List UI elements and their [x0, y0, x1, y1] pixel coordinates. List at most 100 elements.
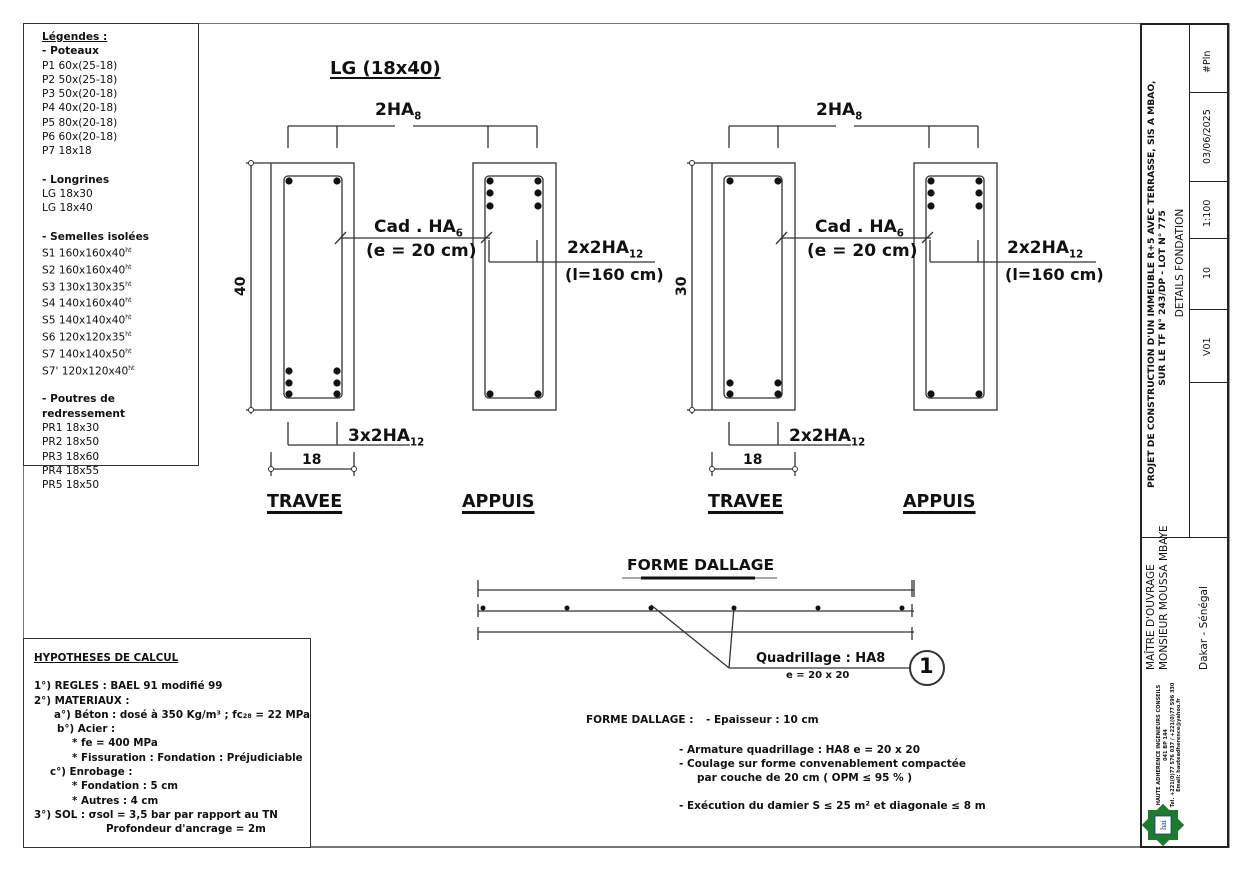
owner-name: MONSIEUR MOUSSA MBAYE — [1157, 525, 1170, 670]
lg40-support-bars-label: 2x2HA12 — [567, 238, 644, 261]
project-line-2: SUR LE TF N° 243/DP - LOT N° 775 — [1157, 210, 1168, 386]
hypothesis-line: * fe = 400 MPa — [72, 737, 158, 750]
lg30-appuis-outline — [913, 162, 998, 411]
legend-group-title: - Poutres de redressement — [42, 393, 126, 420]
rebar-dot — [927, 202, 935, 210]
title-block — [1140, 23, 1229, 848]
lg30-bottom-bars-label: 2x2HA12 — [789, 426, 866, 449]
rebar-dots — [285, 177, 983, 611]
rebar-dot — [486, 177, 494, 185]
dallage-callout-spacing: e = 20 x 20 — [786, 670, 850, 681]
drawing-date: 03/06/2025 — [1202, 109, 1213, 164]
legend-item: PR5 18x50 — [42, 479, 100, 492]
legend-item: S2 160x160x40ht — [42, 263, 132, 277]
hypothesis-line: a°) Béton : dosé à 350 Kg/m³ ; fc₂₈ = 22… — [54, 708, 311, 721]
legend-item: LG 18x40 — [42, 202, 93, 215]
rebar-dot — [534, 390, 542, 398]
company-block: HAUTE ADHERENCE INGENIEURS CONSEILS 041 … — [1156, 680, 1183, 810]
company-email: Email: hauteadherence@yahoo.fr — [1176, 698, 1183, 792]
legend-item: P7 18x18 — [42, 145, 92, 158]
legend-item: PR3 18x60 — [42, 450, 100, 463]
lg40-bottom-bars-label: 3x2HA12 — [348, 426, 425, 449]
company-name: HAUTE ADHERENCE INGENIEURS CONSEILS — [1156, 684, 1162, 806]
rebar-dot — [534, 177, 542, 185]
title-block-divider — [1189, 23, 1190, 538]
rebar-dot — [975, 390, 983, 398]
lg40-travee-section — [246, 160, 410, 476]
location: Dakar - Sénégal — [1198, 586, 1210, 670]
dallage-note-4: par couche de 20 cm ( OPM ≤ 95 % ) — [697, 772, 913, 784]
lg40-appuis-title: APPUIS — [462, 492, 535, 512]
drawing-title: DETAILS FONDATION — [1174, 208, 1186, 318]
lg30-travee-title: TRAVEE — [708, 492, 784, 512]
rebar-dot — [815, 605, 821, 611]
rebar-dot — [285, 379, 293, 387]
legend-group-title: - Poteaux — [42, 45, 99, 58]
lg40-appuis-section — [334, 162, 655, 411]
lg40-height-dim: 40 — [233, 276, 249, 296]
hypothesis-line: b°) Acier : — [57, 723, 116, 736]
page-number: 10 — [1202, 266, 1213, 279]
dallage-marker-circle — [909, 650, 945, 686]
sheet-border-bottom — [310, 846, 1140, 848]
rebar-dot — [726, 379, 734, 387]
legend-item: P3 50x(20-18) — [42, 88, 118, 101]
title-block-divider-h — [1140, 537, 1229, 538]
lg30-stirrup-label: Cad . HA6 — [815, 217, 904, 240]
rebar-dot — [648, 605, 654, 611]
version: V01 — [1202, 337, 1213, 356]
legend-item: S1 160x160x40ht — [42, 246, 132, 260]
lg40-appuis-stirrup — [484, 175, 544, 399]
lg40-support-length: (l=160 cm) — [565, 265, 664, 284]
title-block-project: PROJET DE CONSTRUCTION D'UN IMMEUBLE R+5… — [1146, 80, 1168, 488]
hypothesis-line: * Autres : 4 cm — [72, 794, 159, 807]
rebar-dot — [899, 605, 905, 611]
hypothesis-line: 1°) REGLES : BAEL 91 modifié 99 — [34, 680, 223, 693]
lg30-width-dim: 18 — [743, 452, 763, 468]
rebar-dot — [726, 177, 734, 185]
rebar-dot — [927, 177, 935, 185]
owner-label: MAÎTRE D'OUVRAGE — [1145, 564, 1157, 670]
lg30-support-length: (l=160 cm) — [1005, 265, 1104, 284]
rebar-dot — [927, 189, 935, 197]
owner-block: MAÎTRE D'OUVRAGE MONSIEUR MOUSSA MBAYE — [1145, 525, 1170, 670]
lg40-stirrup-label: Cad . HA6 — [374, 217, 463, 240]
legend-item: LG 18x30 — [42, 187, 93, 200]
lg30-travee-stirrup — [723, 175, 783, 399]
rebar-dot — [534, 202, 542, 210]
rebar-dot — [333, 367, 341, 375]
lg30-top-bar-bracket — [728, 125, 979, 148]
lg40-top-bar-bracket — [287, 125, 538, 148]
rebar-dot — [975, 177, 983, 185]
sheet-border-top — [23, 23, 1140, 24]
rebar-dot — [285, 390, 293, 398]
hypothesis-line: * Fondation : 5 cm — [72, 780, 179, 793]
lg40-travee-stirrup — [283, 175, 343, 399]
rebar-dot — [774, 379, 782, 387]
hypotheses-title: HYPOTHESES DE CALCUL — [34, 652, 179, 664]
lg40-section-title: LG (18x40) — [330, 58, 441, 79]
legend-item: P1 60x(25-18) — [42, 59, 118, 72]
rebar-dot — [726, 390, 734, 398]
lg30-height-dim: 30 — [674, 276, 690, 296]
legend-item: S7' 120x120x40ht — [42, 364, 135, 378]
lg30-top-bars-label: 2HA8 — [816, 100, 863, 123]
dallage-section — [477, 576, 945, 686]
hypothesis-line: * Fissuration : Fondation : Préjudiciabl… — [72, 751, 303, 764]
rebar-dot — [774, 390, 782, 398]
hypothesis-line: c°) Enrobage : — [50, 766, 133, 779]
legend-item: PR4 18x55 — [42, 464, 100, 477]
legend-item: S6 120x120x35ht — [42, 331, 132, 344]
lg40-stirrup-spacing: (e = 20 cm) — [366, 241, 477, 261]
legend-item: P5 80x(20-18) — [42, 116, 118, 129]
rebar-dot — [333, 390, 341, 398]
rebar-dot — [975, 202, 983, 210]
legend-item: S5 140x140x40ht — [42, 314, 132, 327]
legend-item: S3 130x130x35ht — [42, 280, 132, 294]
hypothesis-line: 2°) MATERIAUX : — [34, 694, 130, 707]
lg30-travee-outline — [711, 162, 796, 411]
legend-group-title: - Semelles isolées — [42, 230, 150, 243]
